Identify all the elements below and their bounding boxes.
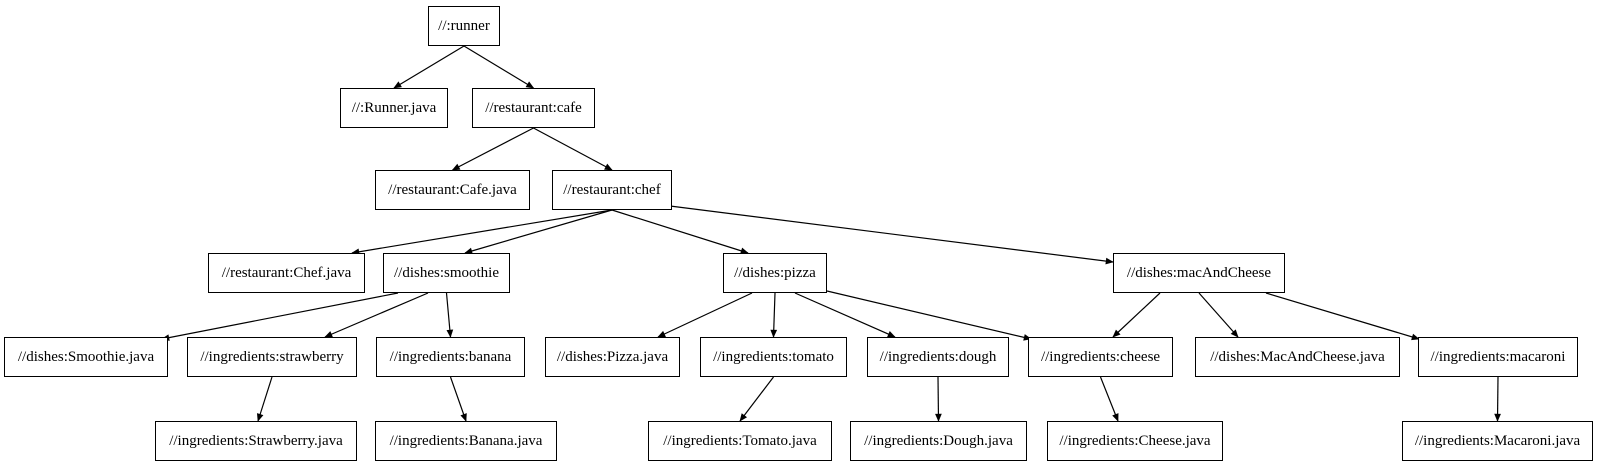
edge-smoothie-to-smoothie_java	[161, 292, 399, 341]
graph-node-label: //dishes:Smoothie.java	[17, 348, 155, 365]
graph-node-banana_java: //ingredients:Banana.java	[375, 421, 557, 461]
edge-chef-to-pizza	[611, 209, 749, 255]
graph-node-macaroni: //ingredients:macaroni	[1418, 337, 1578, 377]
edge-macandcheese-to-macandcheese_java	[1198, 292, 1239, 338]
graph-node-macandcheese: //dishes:macAndCheese	[1113, 253, 1285, 293]
graph-node-strawberry_java: //ingredients:Strawberry.java	[155, 421, 357, 461]
graph-node-label: //ingredients:dough	[879, 348, 997, 365]
edge-banana-to-banana_java	[449, 376, 467, 422]
graph-node-label: //ingredients:Cheese.java	[1059, 432, 1211, 449]
edge-tomato-to-tomato_java	[739, 376, 774, 422]
graph-node-label: //ingredients:Dough.java	[864, 432, 1013, 449]
graph-node-label: //restaurant:chef	[563, 181, 661, 198]
edge-cafe-to-chef	[533, 127, 613, 171]
graph-node-pizza: //dishes:pizza	[723, 253, 827, 293]
graph-node-label: //restaurant:Cafe.java	[388, 181, 517, 198]
graph-node-strawberry: //ingredients:strawberry	[187, 337, 357, 377]
edge-smoothie-to-strawberry	[324, 292, 429, 338]
edge-chef-to-chef_java	[351, 209, 613, 256]
graph-node-smoothie_java: //dishes:Smoothie.java	[4, 337, 168, 377]
graph-node-dough_java: //ingredients:Dough.java	[850, 421, 1027, 461]
graph-node-label: //ingredients:banana	[389, 348, 512, 365]
graph-node-label: //restaurant:cafe	[485, 99, 582, 116]
edge-runner-to-cafe	[463, 45, 535, 89]
graph-node-macandcheese_java: //dishes:MacAndCheese.java	[1195, 337, 1400, 377]
graph-node-label: //ingredients:Macaroni.java	[1414, 432, 1581, 449]
graph-node-chef: //restaurant:chef	[552, 170, 672, 210]
graph-node-pizza_java: //dishes:Pizza.java	[545, 337, 680, 377]
graph-node-label: //dishes:MacAndCheese.java	[1210, 348, 1385, 365]
edge-cheese-to-cheese_java	[1099, 376, 1119, 422]
graph-node-label: //ingredients:Strawberry.java	[169, 432, 343, 449]
graph-node-label: //ingredients:Banana.java	[389, 432, 543, 449]
edge-macaroni-to-macaroni_java	[1494, 376, 1501, 422]
edge-pizza-to-pizza_java	[657, 292, 753, 338]
edge-chef-to-smoothie	[464, 209, 613, 255]
edge-macandcheese-to-macaroni	[1265, 292, 1420, 341]
graph-node-macaroni_java: //ingredients:Macaroni.java	[1402, 421, 1593, 461]
edge-cafe-to-cafe_java	[451, 127, 534, 171]
graph-node-label: //dishes:smoothie	[394, 264, 499, 281]
graph-node-label: //dishes:pizza	[734, 264, 816, 281]
graph-node-label: //ingredients:cheese	[1040, 348, 1161, 365]
edge-dough-to-dough_java	[935, 376, 942, 422]
edge-pizza-to-tomato	[770, 292, 778, 338]
graph-node-chef_java: //restaurant:Chef.java	[208, 253, 365, 293]
graph-node-tomato_java: //ingredients:Tomato.java	[648, 421, 832, 461]
graph-node-label: //dishes:macAndCheese	[1126, 264, 1272, 281]
graph-node-cafe_java: //restaurant:Cafe.java	[375, 170, 530, 210]
graph-node-cheese: //ingredients:cheese	[1028, 337, 1173, 377]
edge-macandcheese-to-cheese	[1112, 292, 1161, 338]
graph-node-runner: //:runner	[428, 6, 500, 46]
edge-pizza-to-dough	[794, 292, 896, 338]
edge-smoothie-to-banana	[445, 292, 454, 338]
edge-strawberry-to-strawberry_java	[256, 376, 273, 422]
edge-pizza-to-cheese	[826, 290, 1032, 341]
graph-node-label: //dishes:Pizza.java	[556, 348, 669, 365]
edge-chef-to-macandcheese	[669, 205, 1114, 265]
graph-node-label: //:runner	[438, 17, 490, 34]
graph-node-banana: //ingredients:banana	[376, 337, 525, 377]
edge-runner-to-runner_java	[393, 45, 465, 89]
graph-node-label: //:Runner.java	[351, 99, 437, 116]
graph-node-tomato: //ingredients:tomato	[700, 337, 847, 377]
graph-node-runner_java: //:Runner.java	[340, 88, 448, 128]
graph-node-dough: //ingredients:dough	[867, 337, 1009, 377]
graph-node-cheese_java: //ingredients:Cheese.java	[1047, 421, 1223, 461]
graph-node-cafe: //restaurant:cafe	[472, 88, 595, 128]
graph-node-smoothie: //dishes:smoothie	[383, 253, 510, 293]
graph-node-label: //ingredients:tomato	[713, 348, 834, 365]
graph-node-label: //restaurant:Chef.java	[221, 264, 352, 281]
graph-node-label: //ingredients:Tomato.java	[663, 432, 817, 449]
graph-node-label: //ingredients:strawberry	[200, 348, 344, 365]
graph-node-label: //ingredients:macaroni	[1430, 348, 1566, 365]
